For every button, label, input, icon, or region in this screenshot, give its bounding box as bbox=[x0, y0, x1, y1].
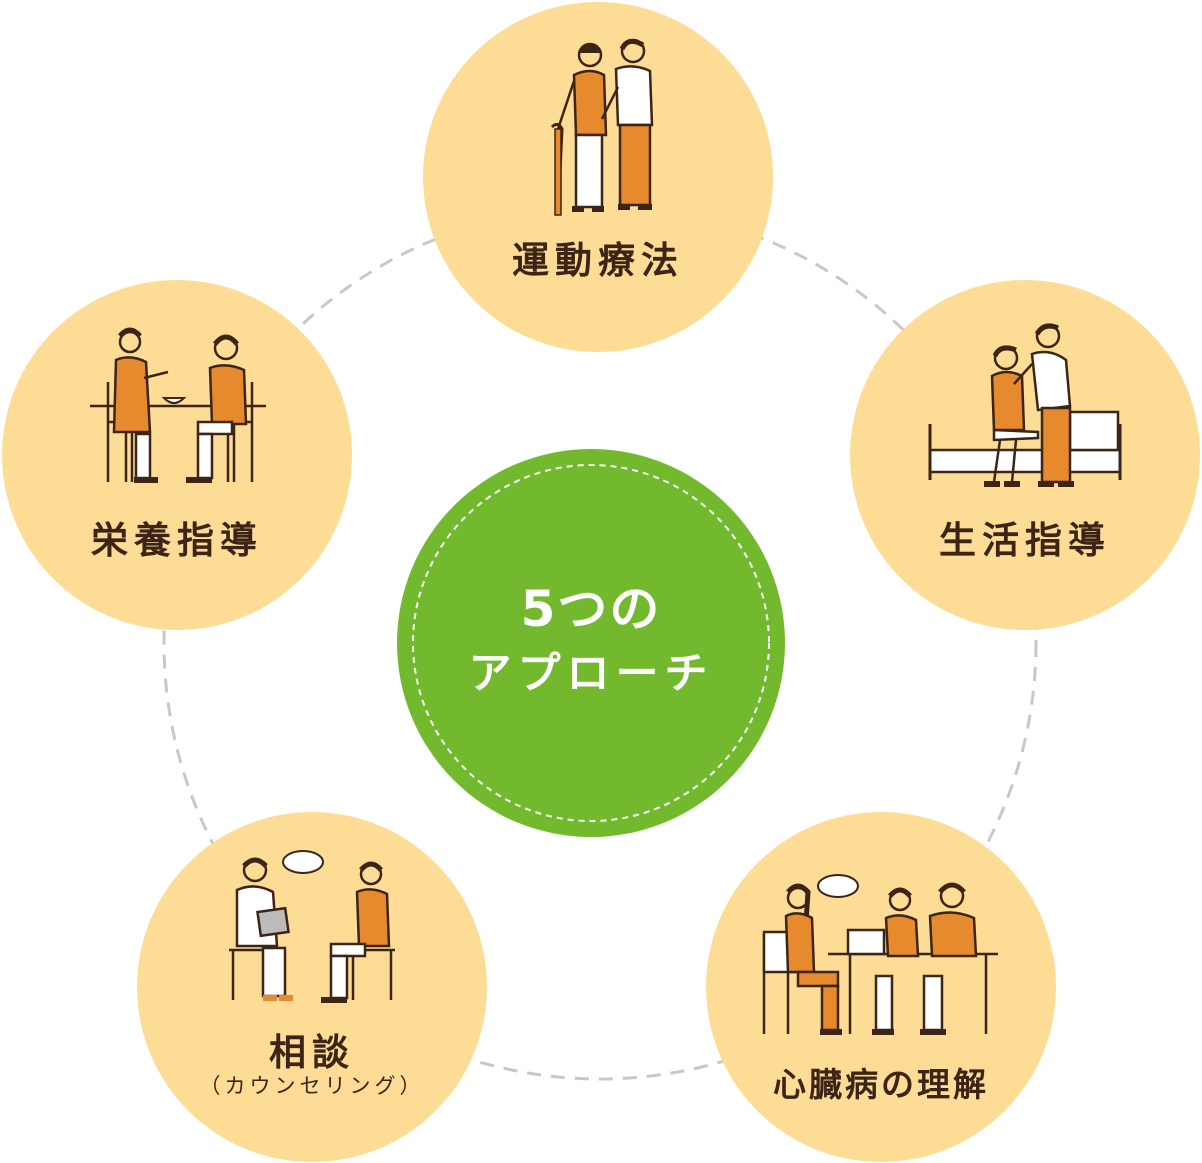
node-counseling: 相談 （カウンセリング） bbox=[137, 812, 487, 1162]
center-title-line1: 5つの bbox=[520, 580, 662, 638]
dining-table-icon bbox=[90, 327, 266, 483]
node-sublabel: （カウンセリング） bbox=[199, 1074, 425, 1098]
doctor-consultation-icon bbox=[229, 850, 395, 1003]
center-inner-dashed-ring bbox=[412, 464, 770, 822]
node-label: 栄養指導 bbox=[91, 519, 263, 562]
node-heart: 心臓病の理解 bbox=[706, 812, 1056, 1162]
center-title-line2: アプローチ bbox=[468, 649, 714, 699]
dashed-ring bbox=[162, 205, 1038, 1081]
node-exercise: 運動療法 bbox=[423, 2, 773, 352]
node-lifestyle: 生活指導 bbox=[850, 280, 1200, 630]
node-nutrition: 栄養指導 bbox=[2, 280, 352, 630]
node-label: 心臓病の理解 bbox=[773, 1065, 989, 1104]
bed-assist-icon bbox=[928, 323, 1122, 487]
walking-assist-icon bbox=[550, 38, 654, 216]
node-label: 相談 bbox=[269, 1031, 355, 1074]
node-label: 運動療法 bbox=[512, 239, 684, 282]
group-meeting-icon bbox=[762, 874, 998, 1035]
node-label: 生活指導 bbox=[939, 519, 1111, 562]
center-circle: 5つの アプローチ bbox=[397, 449, 785, 837]
